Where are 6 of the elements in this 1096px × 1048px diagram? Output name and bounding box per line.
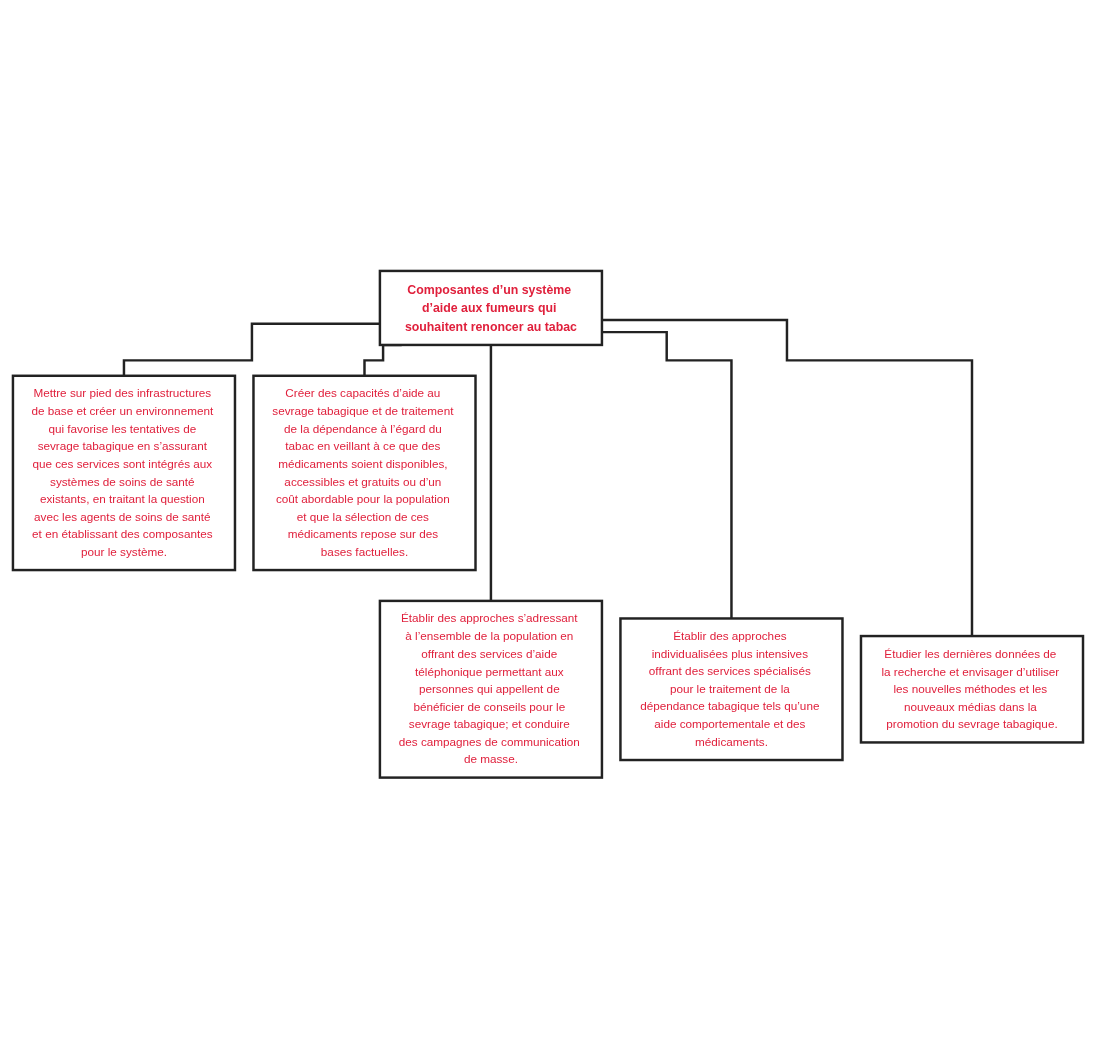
node-box: Créer des capacités d’aide au sevrage tabagique et de traitement de la dépendance à l’égard du tabac en veillant à ce que des médicaments soient disponibles, accessibles et gratuits ou d’un coût abordable pour la population et que la sélection de ces médicaments repose sur des bases factuelles. (252, 374, 477, 572)
node-box: Établir des approches s’adressant à l’ensemble de la population en offrant des services d’aide téléphonique permettant aux personnes qui appellent de bénéficier de conseils pour le sevrage tabagique; et conduire des campagnes de communication de masse. (378, 599, 604, 779)
node-box: Établir des approches individualisées plus intensives offrant des services spécialisés pour le traitement de la dépendance tabagique tels qu’une aide comportementale et des médicaments. (619, 616, 844, 761)
node-box: Composantes d’un système d’aide aux fumeurs qui souhaitent renoncer au tabac (378, 269, 604, 346)
node-box: Mettre sur pied des infrastructures de base et créer un environnement qui favorise les tentatives de sevrage tabagique en s’assurant que ces services sont intégrés aux systèmes de soins de santé existants, en traitant la question avec les agents de soins de santé et en établissant des composantes pour le système. (11, 374, 237, 572)
node-box: Étudier les dernières données de la recherche et envisager d’utiliser les nouvelles méthodes et les nouveaux médias dans la promotion du sevrage tabagique. (859, 634, 1085, 744)
